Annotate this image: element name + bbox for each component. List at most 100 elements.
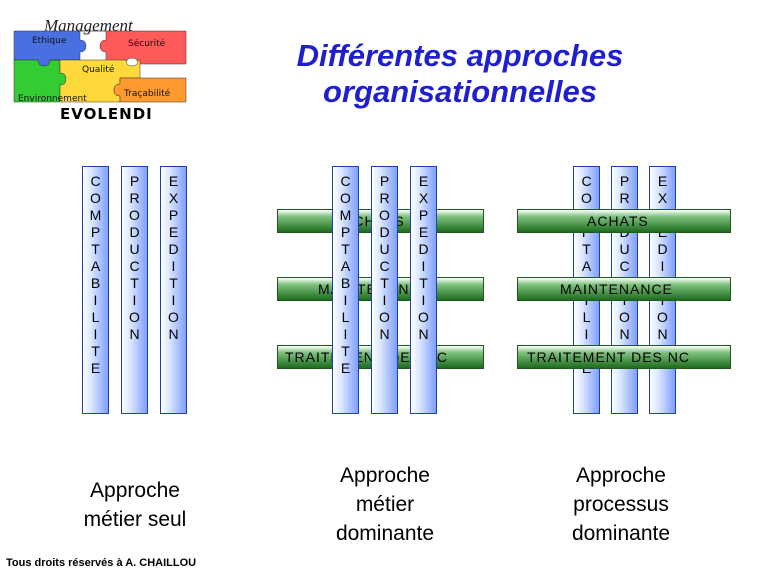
column-letter: O: [90, 190, 101, 206]
column-letter: I: [343, 326, 348, 342]
column-letter: L: [341, 309, 350, 325]
column-letter: I: [421, 292, 426, 308]
column-letter: P: [129, 173, 140, 189]
column-letter: A: [340, 258, 351, 274]
column-letter: P: [90, 224, 101, 240]
title-line-2: organisationnelles: [323, 74, 597, 109]
logo-header: Management: [44, 16, 133, 35]
column-letter: C: [379, 258, 390, 274]
column-letter: O: [418, 309, 429, 325]
column-letter: U: [379, 241, 390, 257]
column-letter: R: [619, 190, 630, 206]
caption-metier-dominante: Approche métier dominante: [335, 464, 435, 545]
column-letter: T: [419, 275, 428, 291]
column-letter: T: [341, 241, 350, 257]
column-letter: N: [379, 326, 390, 342]
column-letter: E: [418, 173, 429, 189]
column-letter: D: [129, 224, 140, 240]
column-letter: I: [584, 326, 589, 342]
column-letter: R: [129, 190, 140, 206]
column-letter: L: [91, 309, 100, 325]
logo-piece-ethique: Ethique: [32, 36, 67, 46]
column-letter: T: [91, 241, 100, 257]
column-letter: O: [657, 309, 668, 325]
bar-traitement-label: TRAITEMENT DES NC: [285, 349, 448, 365]
column-letter: N: [129, 326, 140, 342]
column-letter: E: [657, 173, 668, 189]
column-letter: D: [418, 241, 429, 257]
column-letter: N: [619, 326, 630, 342]
puzzle-logo-icon: [13, 30, 187, 103]
column-letter: O: [581, 190, 592, 206]
column-letter: T: [169, 275, 178, 291]
logo-piece-qualite: Qualité: [82, 65, 115, 75]
column-letter: C: [619, 258, 630, 274]
column-letter: P: [340, 224, 351, 240]
column-letter: E: [90, 360, 101, 376]
column-letter: U: [129, 241, 140, 257]
logo-piece-securite: Sécurité: [128, 39, 166, 49]
column-letter: C: [340, 173, 351, 189]
column-letter: O: [619, 309, 630, 325]
column-letter: D: [379, 224, 390, 240]
column-letter: N: [418, 326, 429, 342]
column-letter: T: [91, 343, 100, 359]
column-letter: N: [168, 326, 179, 342]
column-letter: X: [657, 190, 668, 206]
column-letter: D: [657, 241, 668, 257]
column-letter: B: [340, 275, 351, 291]
column-letter: T: [380, 275, 389, 291]
bar-achats: [517, 209, 731, 233]
logo-piece-environnement: Environnement: [18, 94, 87, 104]
column-letter: L: [582, 309, 591, 325]
column-letter: N: [657, 326, 668, 342]
column-letter: C: [90, 173, 101, 189]
column-letter: M: [339, 207, 352, 223]
column-letter: O: [129, 207, 140, 223]
caption-processus-dominante: Approche processus dominante: [571, 464, 671, 545]
column-letter: I: [382, 292, 387, 308]
logo-piece-tracabilite: Traçabilité: [124, 89, 171, 99]
column-letter: T: [130, 275, 139, 291]
column-letter: B: [90, 275, 101, 291]
bar-maintenance: [517, 277, 731, 301]
column-letter: I: [93, 292, 98, 308]
column-letter: I: [660, 258, 665, 274]
column-letter: R: [379, 190, 390, 206]
column-letter: E: [168, 224, 179, 240]
bar-traitement: [517, 345, 731, 369]
column-letter: O: [129, 309, 140, 325]
column-letter: X: [418, 190, 429, 206]
bar-traitement-label: TRAITEMENT DES NC: [527, 349, 690, 365]
column-letter: I: [421, 258, 426, 274]
bar-achats-label: ACHATS: [587, 213, 649, 229]
column-letter: E: [340, 360, 351, 376]
column-letter: P: [379, 173, 390, 189]
column-letter: M: [89, 207, 102, 223]
column-letter: I: [171, 258, 176, 274]
column-letter: O: [379, 309, 390, 325]
column-letter: C: [129, 258, 140, 274]
column-letter: I: [132, 292, 137, 308]
column-letter: X: [168, 190, 179, 206]
column-letter: D: [168, 241, 179, 257]
column-letter: P: [168, 207, 179, 223]
column-letter: P: [619, 173, 630, 189]
copyright-footer: Tous droits réservés à A. CHAILLOU: [6, 557, 197, 569]
column-letter: I: [93, 326, 98, 342]
logo-brand: EVOLENDI: [60, 105, 153, 123]
column-letter: T: [582, 241, 591, 257]
caption-metier-seul: Approche métier seul: [83, 479, 187, 531]
column-letter: U: [619, 241, 630, 257]
column-letter: O: [340, 190, 351, 206]
column-letter: O: [379, 207, 390, 223]
column-letter: C: [581, 173, 592, 189]
column-letter: T: [341, 343, 350, 359]
page-title: Différentes approches organisationnelles: [240, 38, 680, 110]
